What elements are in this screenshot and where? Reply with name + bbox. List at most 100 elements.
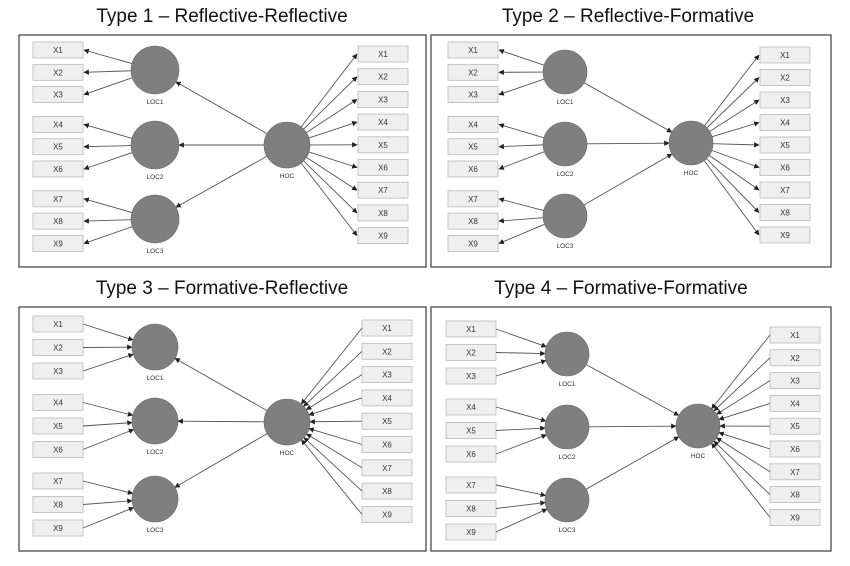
indicator-box — [759, 226, 811, 244]
loading-arrow — [83, 197, 133, 213]
panel-diagram: X1X2X3X4X5X6X7X8X9LOC1LOC2LOC3HOCX1X2X3X… — [447, 41, 811, 252]
loading-arrow — [308, 121, 358, 139]
hoc-construct-circle — [263, 121, 311, 169]
loading-arrow — [83, 152, 133, 170]
indicator-box — [357, 91, 409, 108]
loc-construct-label: LOC3 — [557, 243, 574, 250]
indicator-box — [447, 63, 499, 81]
weight-arrow — [495, 425, 546, 432]
indicator-label: X1 — [790, 331, 800, 340]
indicator-box — [32, 212, 84, 230]
loc-construct-label: LOC3 — [559, 527, 576, 534]
indicator-box — [357, 227, 409, 245]
structural-path — [175, 81, 268, 135]
loading-arrow — [498, 78, 545, 96]
indicator-label: X6 — [382, 441, 392, 450]
indicator-label: X1 — [466, 325, 476, 334]
loc-construct-label: LOC3 — [147, 248, 164, 255]
indicator-box — [447, 190, 499, 208]
loading-arrow — [303, 76, 358, 130]
indicator-label: X9 — [466, 528, 476, 537]
loading-arrow — [83, 226, 133, 245]
loading-arrow — [703, 160, 760, 236]
indicator-label: X9 — [53, 524, 63, 533]
panel-diagram: X1X2X3X4X5X6X7X8X9LOC1LOC2LOC3HOCX1X2X3X… — [32, 41, 409, 255]
structural-path — [583, 82, 673, 133]
weight-arrow — [495, 500, 546, 509]
indicator-label: X4 — [378, 118, 388, 127]
indicator-box — [759, 91, 811, 109]
indicator-box — [357, 68, 409, 86]
weight-arrow — [309, 419, 363, 425]
loading-arrow — [712, 142, 760, 148]
loading-arrow — [498, 223, 545, 245]
weight-arrow — [82, 498, 133, 505]
indicator-label: X4 — [466, 403, 476, 412]
loading-arrow — [498, 123, 545, 139]
loading-arrow — [300, 53, 358, 128]
weight-arrow — [716, 380, 771, 415]
structural-path — [177, 418, 265, 424]
indicator-box — [32, 234, 84, 252]
weight-arrow — [82, 506, 135, 529]
hoc-construct-label: HOC — [691, 453, 706, 460]
indicator-label: X3 — [780, 96, 790, 105]
weight-arrow — [713, 357, 771, 412]
structural-path — [174, 357, 268, 412]
loading-arrow — [498, 143, 544, 150]
indicator-box — [759, 204, 811, 221]
indicator-label: X5 — [53, 143, 63, 152]
hoc-construct-label: HOC — [280, 450, 295, 457]
indicator-box — [357, 113, 409, 131]
structural-path — [174, 433, 268, 488]
weight-arrow — [495, 484, 547, 498]
panel-diagram: X1X2X3X4X5X6X7X8X9LOC1LOC2LOC3HOCX1X2X3X… — [445, 320, 821, 541]
loc-construct-circle — [542, 193, 588, 239]
weight-arrow — [495, 328, 547, 348]
indicator-box — [32, 41, 84, 59]
indicator-box — [32, 86, 84, 103]
loading-arrow — [498, 151, 545, 170]
panel-title: Type 3 – Formative-Reflective — [96, 278, 348, 299]
indicator-box — [357, 136, 409, 154]
indicator-label: X8 — [468, 217, 478, 226]
weight-arrow — [301, 439, 363, 515]
weight-arrow — [300, 327, 363, 405]
loading-arrow — [711, 149, 760, 169]
hoc-construct-label: HOC — [684, 170, 699, 177]
indicator-box — [32, 116, 84, 133]
weight-arrow — [82, 353, 134, 372]
loc-construct-circle — [542, 121, 588, 167]
loading-arrow — [306, 156, 358, 191]
indicator-box — [759, 159, 811, 176]
indicator-label: X3 — [468, 91, 478, 100]
panel-type-1: Type 1 – Reflective-Reflective X1X2X3X4X… — [18, 6, 427, 268]
loc-construct-label: LOC1 — [147, 99, 164, 106]
loc-construct-circle — [131, 475, 179, 523]
indicator-box — [447, 116, 499, 133]
indicator-label: X6 — [378, 164, 388, 173]
weight-arrow — [495, 406, 547, 423]
loading-arrow — [709, 99, 760, 132]
indicator-box — [447, 234, 499, 252]
indicator-box — [447, 86, 499, 103]
indicator-label: X6 — [466, 450, 476, 459]
loc-construct-label: LOC2 — [557, 171, 574, 178]
panel-title: Type 4 – Formative-Formative — [494, 278, 747, 299]
indicator-box — [759, 181, 811, 199]
loc-construct-label: LOC2 — [559, 454, 576, 461]
structural-path — [588, 423, 677, 429]
indicator-label: X7 — [790, 468, 800, 477]
loc-construct-label: LOC2 — [147, 174, 164, 181]
indicator-label: X6 — [780, 164, 790, 173]
hoc-construct-circle — [668, 120, 714, 166]
indicator-label: X7 — [466, 481, 476, 490]
indicator-label: X6 — [468, 165, 478, 174]
indicator-label: X5 — [378, 141, 388, 150]
hoc-construct-circle — [263, 398, 311, 446]
indicator-label: X2 — [53, 68, 63, 77]
weight-arrow — [82, 420, 133, 427]
structural-path — [585, 436, 680, 490]
indicator-label: X7 — [780, 186, 790, 195]
indicator-label: X3 — [53, 367, 63, 376]
